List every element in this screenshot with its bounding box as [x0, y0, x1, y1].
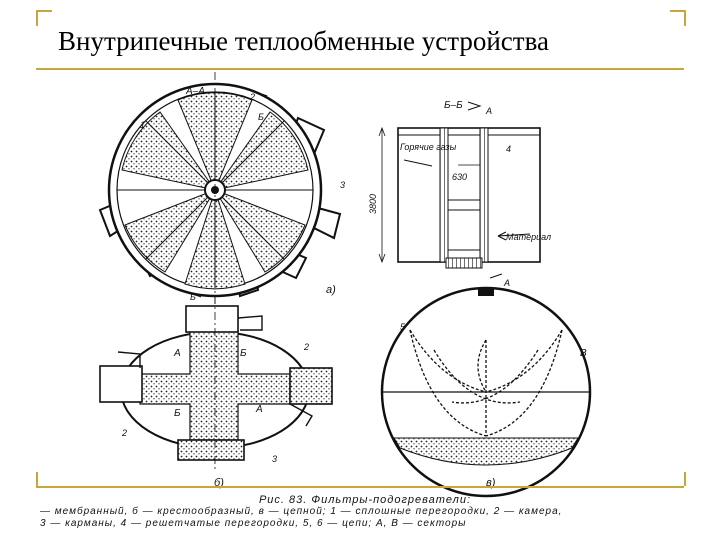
shaft-base	[445, 257, 483, 269]
label-num-2-cross-top: 2	[303, 342, 309, 352]
label-dim-height: 3800	[368, 194, 378, 214]
title-divider	[36, 68, 684, 70]
label-letter-b-top: Б	[258, 112, 264, 122]
label-num-4: 4	[506, 144, 511, 154]
right-outlet	[289, 367, 333, 405]
caption-line-2: 3 — карманы, 4 — решетчатые перегородки,…	[40, 518, 467, 529]
caption-line-1: — мембранный, б — крестообразный, в — це…	[40, 506, 563, 517]
label-num-2-cross-left: 2	[121, 428, 127, 438]
slide-corner-bottom-left	[36, 472, 52, 486]
label-num-2: 2	[249, 92, 255, 102]
partition-left	[439, 127, 449, 263]
label-letter-a-bottom: А	[503, 278, 510, 288]
partition-right	[479, 127, 489, 263]
top-inlet	[185, 305, 239, 333]
drawing-section-bb	[378, 101, 541, 279]
label-part-v: в)	[486, 477, 496, 489]
label-sector-a-left: А	[173, 348, 181, 359]
slide-corner-bottom-right	[670, 472, 686, 486]
sector-upper-right	[213, 111, 309, 191]
slide-corner-top-right	[670, 10, 686, 26]
slide-title: Внутрипечные теплообменные устройства	[58, 26, 549, 56]
slide-corner-top-left	[36, 10, 52, 26]
bottom-outlet	[177, 439, 245, 461]
chamber	[447, 199, 481, 251]
label-section-bb: Б–Б	[444, 100, 463, 111]
sector-upper-left	[121, 111, 217, 191]
material-arrow	[497, 231, 531, 241]
label-sector-v: В	[580, 348, 587, 359]
material-bed	[393, 437, 579, 466]
label-num-5: 5	[400, 322, 406, 332]
label-num-3: 3	[340, 180, 345, 190]
bottom-divider	[36, 486, 684, 488]
sector-lower-left	[124, 188, 217, 273]
label-part-b: б)	[214, 477, 224, 489]
label-material: Материал	[506, 232, 551, 242]
label-part-a: а)	[326, 284, 336, 296]
label-section-aa: А–А	[185, 86, 205, 97]
label-letter-a-top: А	[485, 106, 492, 116]
figure-caption: Рис. 83. Фильтры-подогреватели: — мембра…	[40, 494, 690, 530]
chains	[409, 329, 563, 437]
label-hot-gases: Горячие газы	[400, 142, 457, 152]
caption-title: Рис. 83. Фильтры-подогреватели:	[258, 494, 472, 506]
sector-lower-right	[213, 188, 306, 273]
drawing-chain-filter	[380, 286, 592, 498]
left-inlet	[99, 365, 143, 403]
label-num-3-cross: 3	[272, 454, 277, 464]
label-letter-b-bottom: Б	[190, 292, 196, 302]
label-dim-width: 630	[452, 172, 467, 182]
label-sector-b-bottom: Б	[174, 408, 181, 419]
drawing-membrane-filter	[98, 72, 342, 308]
hot-gas-arrow	[403, 159, 433, 167]
drawing-cross-filter	[99, 296, 333, 472]
label-sector-a-right: А	[255, 404, 263, 415]
label-num-1: 1	[140, 120, 145, 130]
lower-half	[381, 391, 591, 497]
label-sector-b-top: Б	[240, 348, 247, 359]
